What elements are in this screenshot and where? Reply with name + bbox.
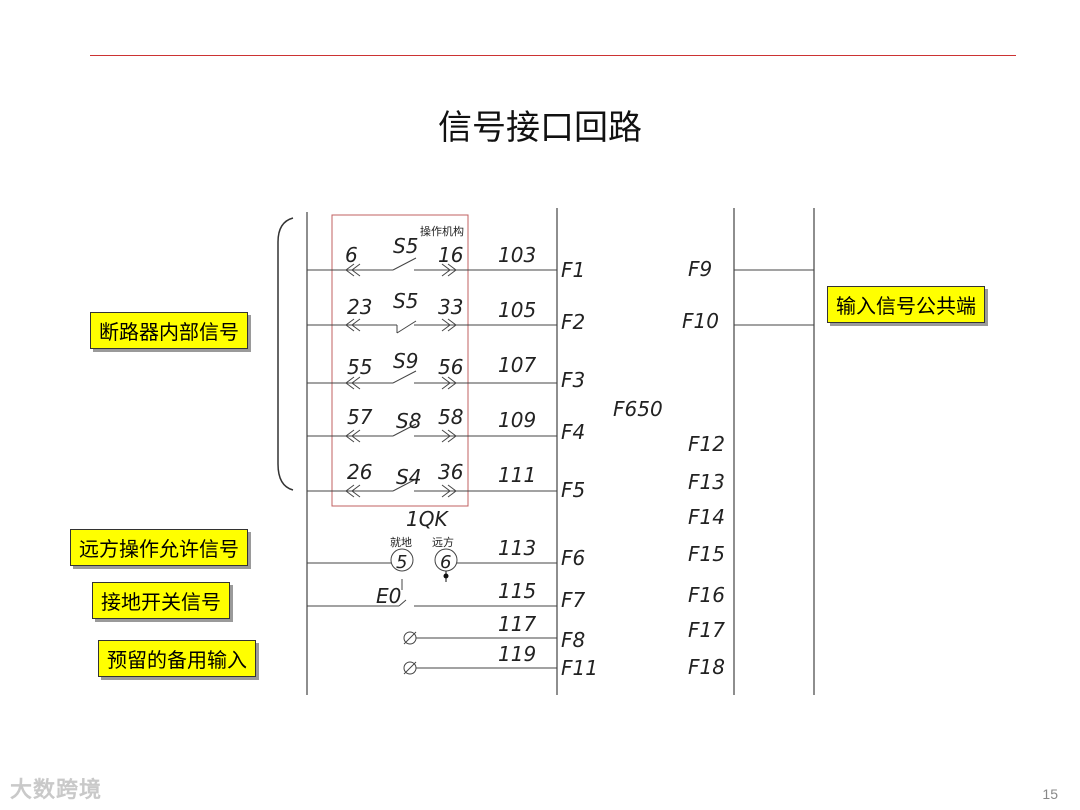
terminal-f13: F13: [688, 470, 725, 494]
pin-right-5: 36: [438, 460, 463, 484]
wire-number-5: 111: [498, 463, 536, 487]
terminal-f14: F14: [688, 505, 725, 529]
label-breaker-internal-signal: 断路器内部信号: [90, 312, 248, 349]
mechanism-box: [331, 214, 469, 507]
terminal-f10: F10: [682, 309, 719, 333]
contact-s5-a: [392, 257, 417, 271]
device-f650-label: F650: [613, 397, 663, 421]
pin-left-1: 6: [345, 243, 358, 267]
pin-right-3: 56: [438, 355, 463, 379]
contact-s4: [392, 478, 417, 492]
switch-label-3: S9: [393, 349, 418, 373]
terminal-2: F2: [561, 310, 585, 334]
terminal-11: F11: [561, 656, 598, 680]
contact-s9: [392, 370, 417, 384]
terminal-f9: F9: [688, 257, 712, 281]
terminal-f12: F12: [688, 432, 725, 456]
wire-number-11: 119: [498, 642, 536, 666]
switch-label-5: S4: [396, 465, 421, 489]
pin-left-4: 57: [347, 405, 373, 429]
selector-1qk-label: 1QK: [406, 507, 449, 531]
pin-left-5: 26: [347, 460, 372, 484]
terminal-5: F5: [561, 478, 585, 502]
wire-number-2: 105: [498, 298, 536, 322]
selector-contact-dot: [443, 573, 449, 579]
connector-left: [345, 263, 361, 277]
selector-pos-remote-num: 6: [440, 552, 451, 573]
remote-position-label: 远方: [432, 535, 454, 549]
local-position-label: 就地: [390, 535, 412, 549]
selector-pos-local-num: 5: [396, 552, 407, 573]
switch-label-1: S5: [393, 234, 418, 258]
label-ground-switch-signal: 接地开关信号: [92, 582, 230, 619]
wire-number-8: 117: [498, 612, 536, 636]
ground-switch-label: E0: [376, 584, 401, 608]
switch-label-2: S5: [393, 289, 418, 313]
terminal-4: F4: [561, 420, 585, 444]
wire-number-4: 109: [498, 408, 536, 432]
pin-left-2: 23: [347, 295, 372, 319]
terminal-7: F7: [561, 588, 586, 612]
watermark-logo: 大数跨境: [10, 778, 103, 803]
wire-number-1: 103: [498, 243, 536, 267]
contact-s8: [392, 423, 417, 437]
label-remote-operation-allow: 远方操作允许信号: [70, 529, 248, 566]
label-common-end: 输入信号公共端: [827, 286, 985, 323]
page-number: 15: [1042, 786, 1058, 802]
terminal-f18: F18: [688, 655, 725, 679]
pin-left-3: 55: [347, 355, 372, 379]
mechanism-label: 操作机构: [420, 224, 464, 238]
pin-right-2: 33: [438, 295, 463, 319]
terminal-6: F6: [561, 546, 585, 570]
terminal-f16: F16: [688, 583, 725, 607]
terminal-8: F8: [561, 628, 585, 652]
terminal-3: F3: [561, 368, 585, 392]
wire-number-6: 113: [498, 536, 536, 560]
wire-number-3: 107: [498, 353, 536, 377]
terminal-f17: F17: [688, 618, 725, 642]
terminal-1: F1: [561, 258, 585, 282]
pin-right-4: 58: [438, 405, 463, 429]
pin-right-1: 16: [438, 243, 463, 267]
contact-s5-b: [396, 320, 417, 334]
breaker-signals-brace: [277, 217, 294, 491]
label-spare-input: 预留的备用输入: [98, 640, 256, 677]
switch-label-4: S8: [396, 409, 421, 433]
header-divider-line: [90, 55, 1016, 56]
terminal-f15: F15: [688, 542, 725, 566]
page-title: 信号接口回路: [438, 108, 642, 148]
connector-right: [441, 263, 457, 277]
wire-number-7: 115: [498, 579, 536, 603]
selector-position-local: [390, 548, 414, 572]
